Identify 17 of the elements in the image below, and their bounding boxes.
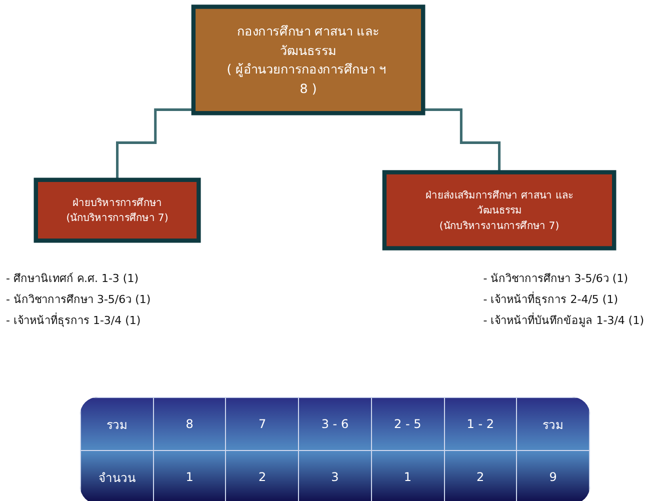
table-cell: 2 - 5 — [371, 398, 444, 450]
table-cell: จำนวน — [80, 450, 154, 501]
node-box: ฝ่ายส่งเสริมการศึกษา ศาสนา และวัฒนธรรม (นักบริหารงานการศึกษา 7) — [382, 170, 616, 250]
table-cell: 7 — [226, 398, 299, 450]
list-item: - เจ้าหน้าที่ธุรการ 1-3/4 (1) — [6, 312, 142, 329]
node-box: กองการศึกษา ศาสนา และวัฒนธรรม ( ผู้อำนวยการกองการศึกษา ฯ 8 ) — [191, 4, 426, 116]
table-cell: 3 - 6 — [298, 398, 372, 450]
list-item: - นักวิชาการศึกษา 3-5/6ว (1) — [483, 271, 629, 287]
list-item: - เจ้าหน้าที่บันทึกข้อมูล 1-3/4 (1) — [483, 312, 644, 329]
list-item: - ศึกษานิเทศก์ ค.ศ. 1-3 (1) — [6, 271, 140, 287]
table-cell: รวม — [516, 398, 590, 450]
table-cell: รวม — [80, 398, 154, 450]
list-item: - นักวิชาการศึกษา 3-5/6ว (1) — [6, 292, 151, 308]
list-item: - เจ้าหน้าที่ธุรการ 2-4/5 (1) — [483, 290, 619, 308]
table-cell: 1 - 2 — [444, 398, 517, 450]
table-cell: 8 — [153, 398, 226, 450]
node-box: ฝ่ายบริหารการศึกษา (นักบริหารการศึกษา 7) — [34, 178, 201, 243]
